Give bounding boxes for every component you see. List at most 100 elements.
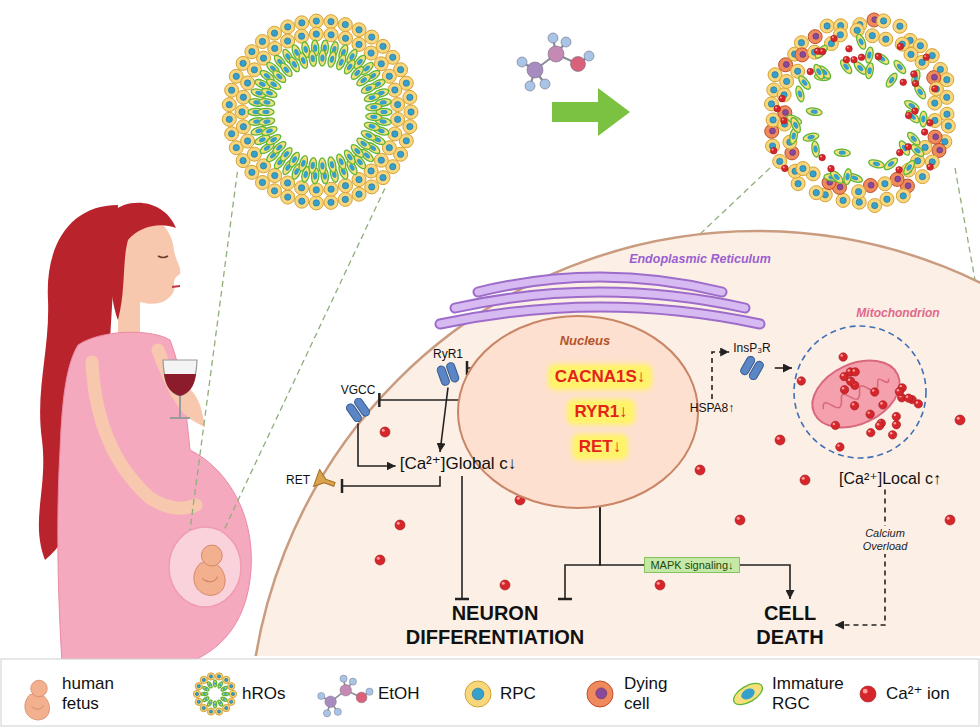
cell-nucleus: [800, 52, 806, 58]
immature-rgc: [812, 63, 826, 81]
cell-nucleus: [230, 700, 233, 703]
cell-nucleus: [328, 199, 334, 205]
channel-subunits: [739, 356, 765, 380]
cell-body: [904, 109, 921, 125]
ion-body: [945, 515, 955, 525]
glass-bowl: [163, 360, 197, 396]
cell-nucleus: [244, 80, 250, 86]
calcium-ion: [500, 580, 510, 590]
cell-body: [365, 180, 379, 194]
cell-body: [843, 168, 852, 185]
rpc-cell: [324, 28, 338, 42]
cell-nucleus: [265, 128, 273, 135]
calcium-ion: [875, 53, 882, 60]
immature-rgc: [904, 109, 921, 125]
cell-nucleus: [204, 698, 208, 701]
cell-nucleus: [356, 58, 364, 66]
legend-text: RPC: [500, 684, 536, 704]
receptor: RET: [282, 466, 342, 495]
dying-cell: [795, 48, 809, 62]
cell-nucleus: [368, 95, 376, 101]
mitochondrion: Mitochondrion: [792, 324, 928, 460]
ion-shine: [898, 44, 900, 46]
rpc-cell: [324, 15, 338, 29]
rpc-cell: [309, 183, 323, 197]
rpc-cell: [268, 26, 282, 40]
cell-nucleus: [772, 72, 778, 78]
fetus-limb: [202, 576, 217, 581]
front-arm: [92, 362, 196, 508]
cell-nucleus: [258, 136, 266, 143]
cell-body: [902, 159, 917, 176]
cell-nucleus: [346, 153, 354, 161]
rpc-cell: [241, 134, 255, 148]
ion-shine: [848, 369, 851, 372]
ion-shine: [852, 58, 854, 60]
rpc-cell: [896, 189, 910, 203]
atom: [525, 81, 535, 91]
ion-shine: [947, 517, 950, 520]
cell-body: [811, 141, 820, 158]
rpc-cell: [281, 190, 295, 204]
calcium-ion: [870, 388, 878, 396]
cell-body: [897, 139, 911, 156]
immature-rgc: [258, 108, 274, 115]
ion-body: [870, 388, 878, 396]
cell-nucleus: [370, 105, 378, 110]
legend-item: Dying cell: [624, 674, 682, 714]
atom: [356, 692, 367, 703]
rpc-cell: [200, 676, 207, 683]
cell-body: [780, 74, 794, 88]
cell-nucleus: [403, 80, 409, 86]
zoom-line: [955, 168, 975, 280]
cell-nucleus: [824, 23, 830, 29]
cell-nucleus: [342, 21, 348, 27]
rpc-cell: [195, 698, 202, 705]
cell-nucleus: [342, 196, 348, 202]
cell-body: [896, 189, 910, 203]
cell-nucleus: [209, 675, 212, 678]
atom: [318, 692, 325, 699]
ion-shine: [783, 166, 785, 168]
cell-nucleus: [368, 50, 374, 56]
immature-rgc: [855, 33, 868, 51]
receptor-name: RET: [286, 473, 310, 487]
cell-nucleus: [208, 701, 211, 705]
atom: [517, 57, 527, 67]
cell-nucleus: [908, 51, 914, 57]
calcium-ion: [931, 85, 938, 92]
rpc-cell: [338, 18, 352, 32]
ion-body: [807, 68, 814, 75]
rpc-cell: [777, 88, 791, 102]
cell-body: [195, 683, 202, 690]
cell-body: [295, 181, 309, 195]
rpc-cell: [268, 184, 282, 198]
cell-nucleus: [790, 150, 796, 156]
cell-nucleus: [233, 73, 239, 79]
cell-nucleus: [771, 87, 777, 93]
cell-nucleus: [905, 163, 913, 171]
er-membrane: [440, 307, 760, 324]
cell-nucleus: [225, 678, 228, 681]
rpc-cell: [247, 147, 261, 161]
rpc-cell: [877, 14, 891, 28]
gene-name: CACNA1S↓: [555, 367, 646, 387]
calcium-ion: [851, 368, 859, 376]
rpc-cell: [374, 57, 388, 71]
cell-nucleus: [202, 678, 205, 681]
gene-box: RYR1↓: [570, 402, 631, 422]
ion-body: [395, 520, 405, 530]
drinking-arm: [158, 350, 196, 415]
rpc-cell: [222, 112, 236, 126]
outcome-box: NEURON DIFFERENTIATION: [393, 599, 598, 651]
cell-body: [873, 51, 890, 66]
cell-nucleus: [897, 23, 903, 29]
cell-body: [215, 708, 222, 715]
cell-nucleus: [390, 164, 396, 170]
cell-nucleus: [249, 169, 255, 175]
immature-rgc: [318, 158, 326, 174]
immature-rgc: [213, 680, 216, 687]
cell-nucleus: [386, 73, 392, 79]
cell-nucleus: [922, 144, 928, 150]
cell-body: [465, 681, 491, 707]
